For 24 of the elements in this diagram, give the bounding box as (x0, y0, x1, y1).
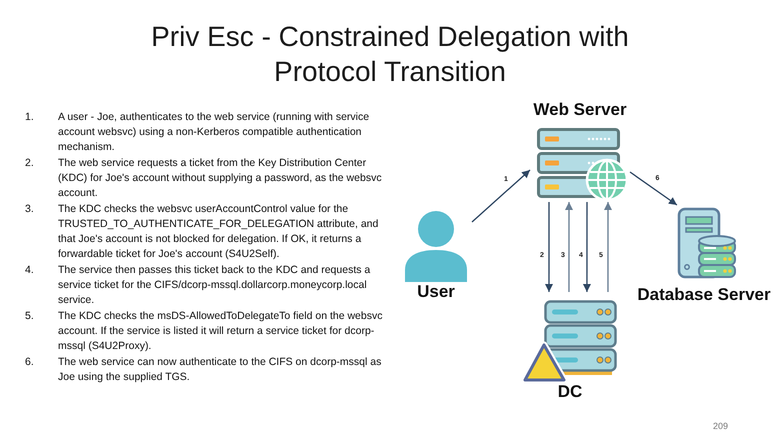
step-text: The web service requests a ticket from the Key Distribution Center (KDC) for Joe's account without supplying a password, as the websvc account. (58, 156, 383, 201)
node-label: Database Server (636, 285, 772, 305)
arrow (604, 202, 612, 292)
step-text: The service then passes this ticket back to the KDC and requests a service ticket for the CIFS/dcorp-mssql.dollarcorp.moneycorp.local service. (58, 263, 372, 308)
arrow (630, 171, 678, 206)
arrow (545, 202, 553, 292)
page-number: 209 (713, 421, 728, 431)
step-number: 4. (25, 263, 35, 278)
arrow (565, 202, 573, 292)
step-number: 3. (25, 202, 35, 217)
step-text: The web service can now authenticate to the CIFS on dcorp-mssql as Joe using the supplied TGS. (58, 355, 382, 385)
arrow (472, 169, 530, 222)
step-number: 6. (25, 355, 35, 370)
arrow (582, 202, 591, 292)
step-text: The KDC checks the msDS-AllowedToDelegateTo field on the websvc account. If the service is listed it will return a service ticket for dcorp-mssql (S4U2Proxy). (58, 309, 384, 354)
step-number: 5. (25, 309, 35, 324)
node-label: DC (556, 382, 584, 402)
step-text: A user - Joe, authenticates to the web service (running with service account websvc) using a non-Kerberos compatible authentication mechanism. (58, 110, 370, 155)
slide-title: Priv Esc - Constrained Delegation with Protocol Transition (150, 20, 630, 89)
step-number: 2. (25, 156, 35, 171)
step-text: The KDC checks the websvc userAccountControl value for the TRUSTED_TO_AUTHENTICATE_FOR_DELEGATION attribute, and that Joe's account is not blocked for delegation. If OK, it returns a forwardable ticket for Joe's account (S4U2Self). (58, 202, 380, 262)
node-label: User (416, 282, 456, 302)
node-label: Web Server (532, 100, 628, 120)
step-number: 1. (25, 110, 35, 125)
